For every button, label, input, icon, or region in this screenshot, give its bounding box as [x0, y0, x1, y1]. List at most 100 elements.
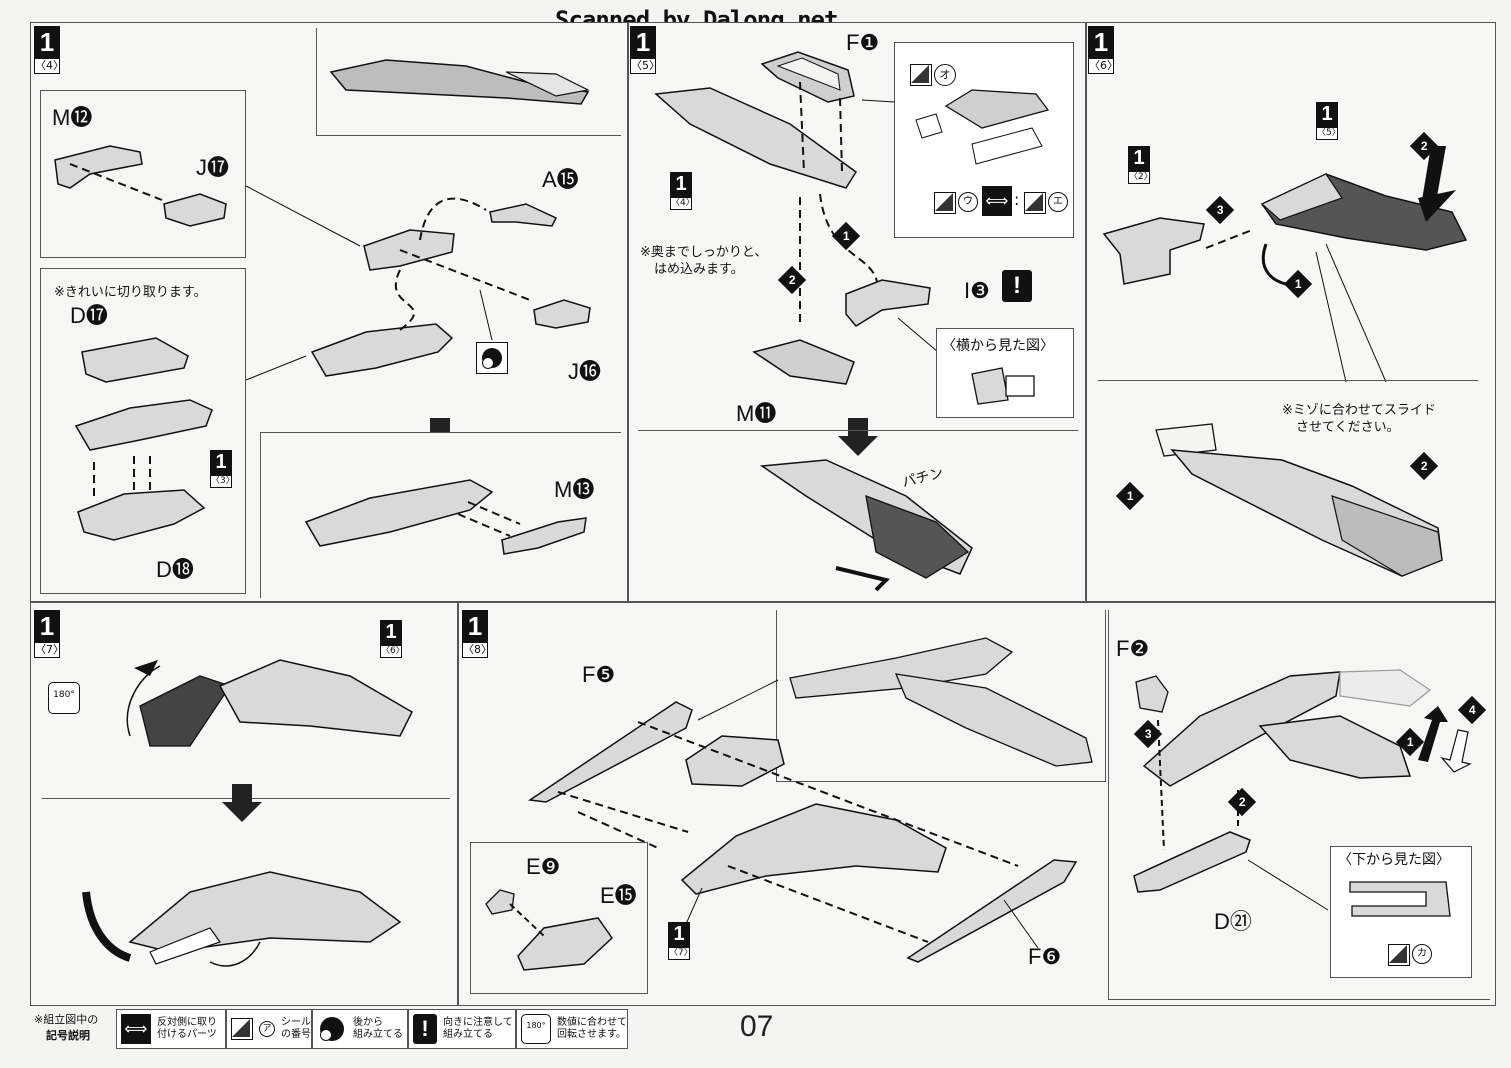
ref-badge-step2: 1 〈2〉	[1128, 146, 1153, 184]
part-label-i3: I❸	[964, 278, 990, 303]
ref-badge-step3: 1 〈3〉	[210, 450, 235, 488]
legend-title-line: 記号説明	[46, 1029, 90, 1042]
legend-text: 後から	[353, 1017, 383, 1028]
seal-ka-label: カ	[1412, 944, 1432, 964]
seal-o-label: オ	[934, 64, 956, 86]
guide-lines-step4	[245, 185, 531, 381]
part-j-upper	[363, 229, 455, 271]
bottom-view-part	[1349, 881, 1451, 917]
sub-box-e9-e15	[470, 842, 648, 994]
note-line: ※奥までしっかりと、	[640, 245, 768, 260]
step-number: 1	[34, 610, 60, 642]
caution-icon: !	[1002, 270, 1032, 302]
ref-sub: 〈4〉	[670, 197, 695, 210]
ref-number: 1	[1128, 146, 1150, 171]
part-d18	[77, 456, 206, 541]
step-sub: 〈7〉	[34, 642, 64, 658]
part-intake	[685, 735, 785, 787]
down-arrow-icon	[222, 784, 262, 824]
step-number: 1	[34, 26, 60, 58]
step-number: 1	[1088, 26, 1114, 58]
legend-text: 付けるパーツ	[157, 1029, 217, 1040]
down-arrow-icon	[838, 418, 878, 458]
part-i3	[845, 279, 931, 327]
ref-badge-step6: 1 〈6〉	[380, 620, 405, 658]
ref-sub: 〈2〉	[1128, 171, 1153, 184]
part-body-step8	[680, 803, 947, 895]
guide-lines-step5	[799, 81, 939, 353]
seal-ka-icon	[1388, 944, 1410, 966]
ref-sub: 〈6〉	[380, 645, 405, 658]
ref-number: 1	[668, 922, 690, 947]
part-f1-canopy	[760, 51, 855, 103]
note-press-firmly: ※奥までしっかりと、 はめ込みます。	[640, 244, 767, 278]
part-f6	[906, 859, 1078, 963]
part-label-d21: D㉑	[1214, 909, 1252, 934]
part-fuselage-step5	[654, 87, 858, 189]
ref-badge-step5: 1 〈5〉	[1316, 102, 1341, 140]
part-label-j16: J⓰	[568, 359, 602, 384]
part-d-body	[74, 399, 213, 451]
ref-badge-step4: 1 〈4〉	[670, 172, 695, 210]
part-e15	[509, 903, 613, 971]
part-f2	[1135, 675, 1169, 713]
part-d17	[81, 337, 189, 383]
step-badge-6: 1 〈6〉	[1088, 26, 1118, 74]
seal-number-icon	[231, 1018, 253, 1040]
ref-number: 1	[380, 620, 402, 645]
ref-sub: 〈7〉	[668, 947, 693, 960]
part-result-step6	[1155, 423, 1443, 577]
side-view-label: 〈横から見た図〉	[942, 338, 1054, 354]
part-body-step4	[310, 323, 454, 377]
divider	[1098, 380, 1478, 381]
ref-sub: 〈3〉	[210, 475, 235, 488]
step-sub: 〈4〉	[34, 58, 64, 74]
part-label-m12: M⓬	[52, 105, 93, 130]
seal-glyph: ア	[259, 1021, 275, 1037]
part-label-f5: F❺	[582, 662, 616, 687]
part-arm-step6	[1102, 217, 1205, 285]
note-line: ※ミゾに合わせてスライド	[1282, 403, 1436, 418]
part-result-step4	[304, 479, 494, 547]
part-d21	[1133, 831, 1251, 893]
part-label-f6: F❻	[1028, 944, 1062, 969]
rotate-180-icon: 180°	[48, 682, 80, 714]
ref-number: 1	[210, 450, 232, 475]
part-step7-bottom	[82, 871, 402, 967]
legend-seal-number: ア シールの番号	[226, 1009, 312, 1049]
canopy-detail	[915, 89, 1050, 165]
legend-text: 回転させます。	[557, 1029, 626, 1040]
step-sub: 〈5〉	[630, 58, 660, 74]
part-label-f2: F❷	[1116, 636, 1150, 661]
seal-o-icon	[910, 64, 932, 86]
part-label-m13: M⓭	[554, 477, 595, 502]
rotate-180-icon: 180°	[521, 1014, 551, 1044]
part-label-m11: M⓫	[736, 401, 777, 426]
ref-number: 1	[670, 172, 692, 197]
part-body-step6	[1260, 173, 1468, 251]
part-label-f1: F❶	[846, 30, 880, 55]
note-slide-groove: ※ミゾに合わせてスライド させてください。	[1282, 402, 1436, 436]
step-badge-7: 1 〈7〉	[34, 610, 64, 658]
part-m11	[752, 339, 855, 385]
seal-e-icon	[1024, 192, 1046, 214]
part-j17	[69, 163, 227, 227]
note-cut-cleanly: ※きれいに切り取ります。	[54, 285, 207, 300]
part-label-e9: E❾	[526, 854, 561, 879]
legend-text: 反対側に取り	[157, 1017, 217, 1028]
arrows-step6	[1205, 146, 1456, 383]
legend-text: の番号	[281, 1029, 311, 1040]
legend-text: 数値に合わせて	[557, 1017, 627, 1028]
part-step7-top	[126, 659, 413, 747]
step-badge-4: 1 〈4〉	[34, 26, 64, 74]
seal-e-label: エ	[1048, 192, 1068, 212]
legend-opposite-side: ⟺ 反対側に取り付けるパーツ	[116, 1009, 226, 1049]
step-badge-8: 1 〈8〉	[462, 610, 492, 658]
legend-text: 組み立てる	[443, 1029, 493, 1040]
part-label-d18: D⓲	[156, 557, 194, 582]
legend-title: ※組立図中の 記号説明	[34, 1012, 98, 1044]
opposite-side-icon: ⟺	[982, 186, 1012, 216]
guide-lines-step8	[557, 679, 1039, 949]
part-m13	[457, 501, 587, 555]
step-badge-5: 1 〈5〉	[630, 26, 660, 74]
